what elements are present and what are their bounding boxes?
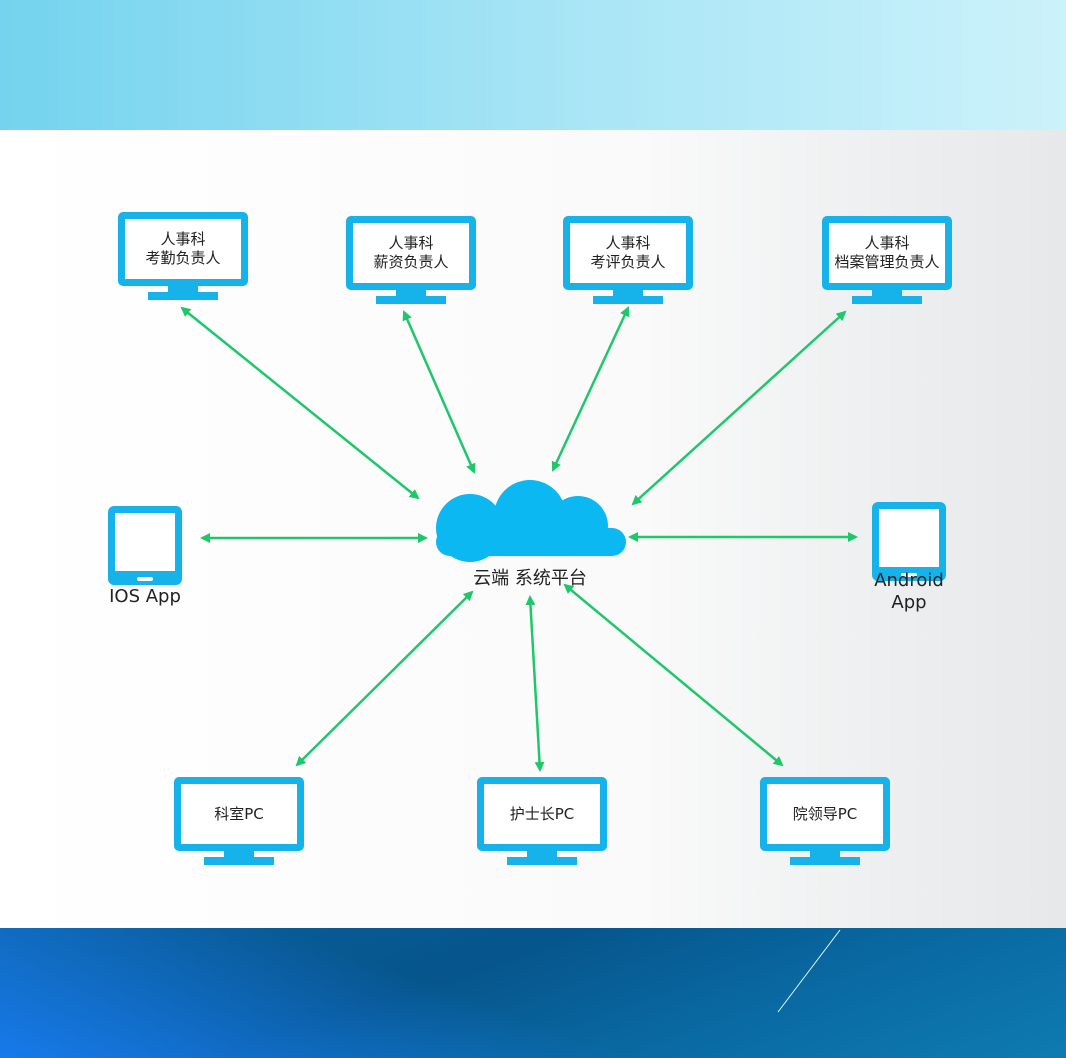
- node-evaluation: 人事科考评负责人: [563, 216, 693, 304]
- node-label: 薪资负责人: [373, 253, 449, 271]
- node-label: 考评负责人: [590, 253, 666, 271]
- arrow-nurse-pc: [525, 595, 545, 772]
- arrow-evaluation: [551, 306, 630, 472]
- node-label: 人事科: [864, 234, 910, 252]
- monitor-icon: 护士长PC: [477, 777, 607, 851]
- node-dept-pc: 科室PC: [174, 777, 304, 865]
- header-band: [0, 0, 1066, 130]
- footer-band: [0, 928, 1066, 1058]
- ios-phone-icon: [108, 506, 182, 585]
- node-label: 院领导PC: [792, 804, 858, 823]
- arrow-salary: [402, 310, 476, 474]
- ios-label: IOS App: [109, 586, 181, 607]
- cloud-icon: [436, 480, 626, 562]
- arrow-archive: [631, 310, 847, 506]
- node-archive: 人事科档案管理负责人: [822, 216, 952, 304]
- arrow-dept-pc: [295, 590, 474, 767]
- monitor-icon: 人事科考勤负责人: [118, 212, 248, 286]
- arrow-leader-pc: [563, 583, 784, 767]
- monitor-icon: 人事科薪资负责人: [346, 216, 476, 290]
- monitor-icon: 院领导PC: [760, 777, 890, 851]
- node-label: 人事科: [160, 230, 206, 248]
- node-label: 人事科: [388, 234, 434, 252]
- arrow-attendance: [180, 306, 420, 500]
- node-leader-pc: 院领导PC: [760, 777, 890, 865]
- node-nurse-pc: 护士长PC: [477, 777, 607, 865]
- android-label-line1: Android: [874, 570, 944, 591]
- node-salary: 人事科薪资负责人: [346, 216, 476, 304]
- node-label: 护士长PC: [509, 804, 575, 823]
- android-phone-icon: [872, 502, 946, 581]
- android-label-line2: App: [891, 592, 927, 613]
- node-label: 人事科: [605, 234, 651, 252]
- monitor-icon: 人事科考评负责人: [563, 216, 693, 290]
- node-attendance: 人事科考勤负责人: [118, 212, 248, 300]
- node-label: 科室PC: [214, 804, 264, 823]
- monitor-icon: 科室PC: [174, 777, 304, 851]
- node-label: 考勤负责人: [145, 249, 221, 267]
- monitor-icon: 人事科档案管理负责人: [822, 216, 952, 290]
- cloud-label: 云端 系统平台: [473, 568, 587, 589]
- node-label: 档案管理负责人: [834, 253, 940, 271]
